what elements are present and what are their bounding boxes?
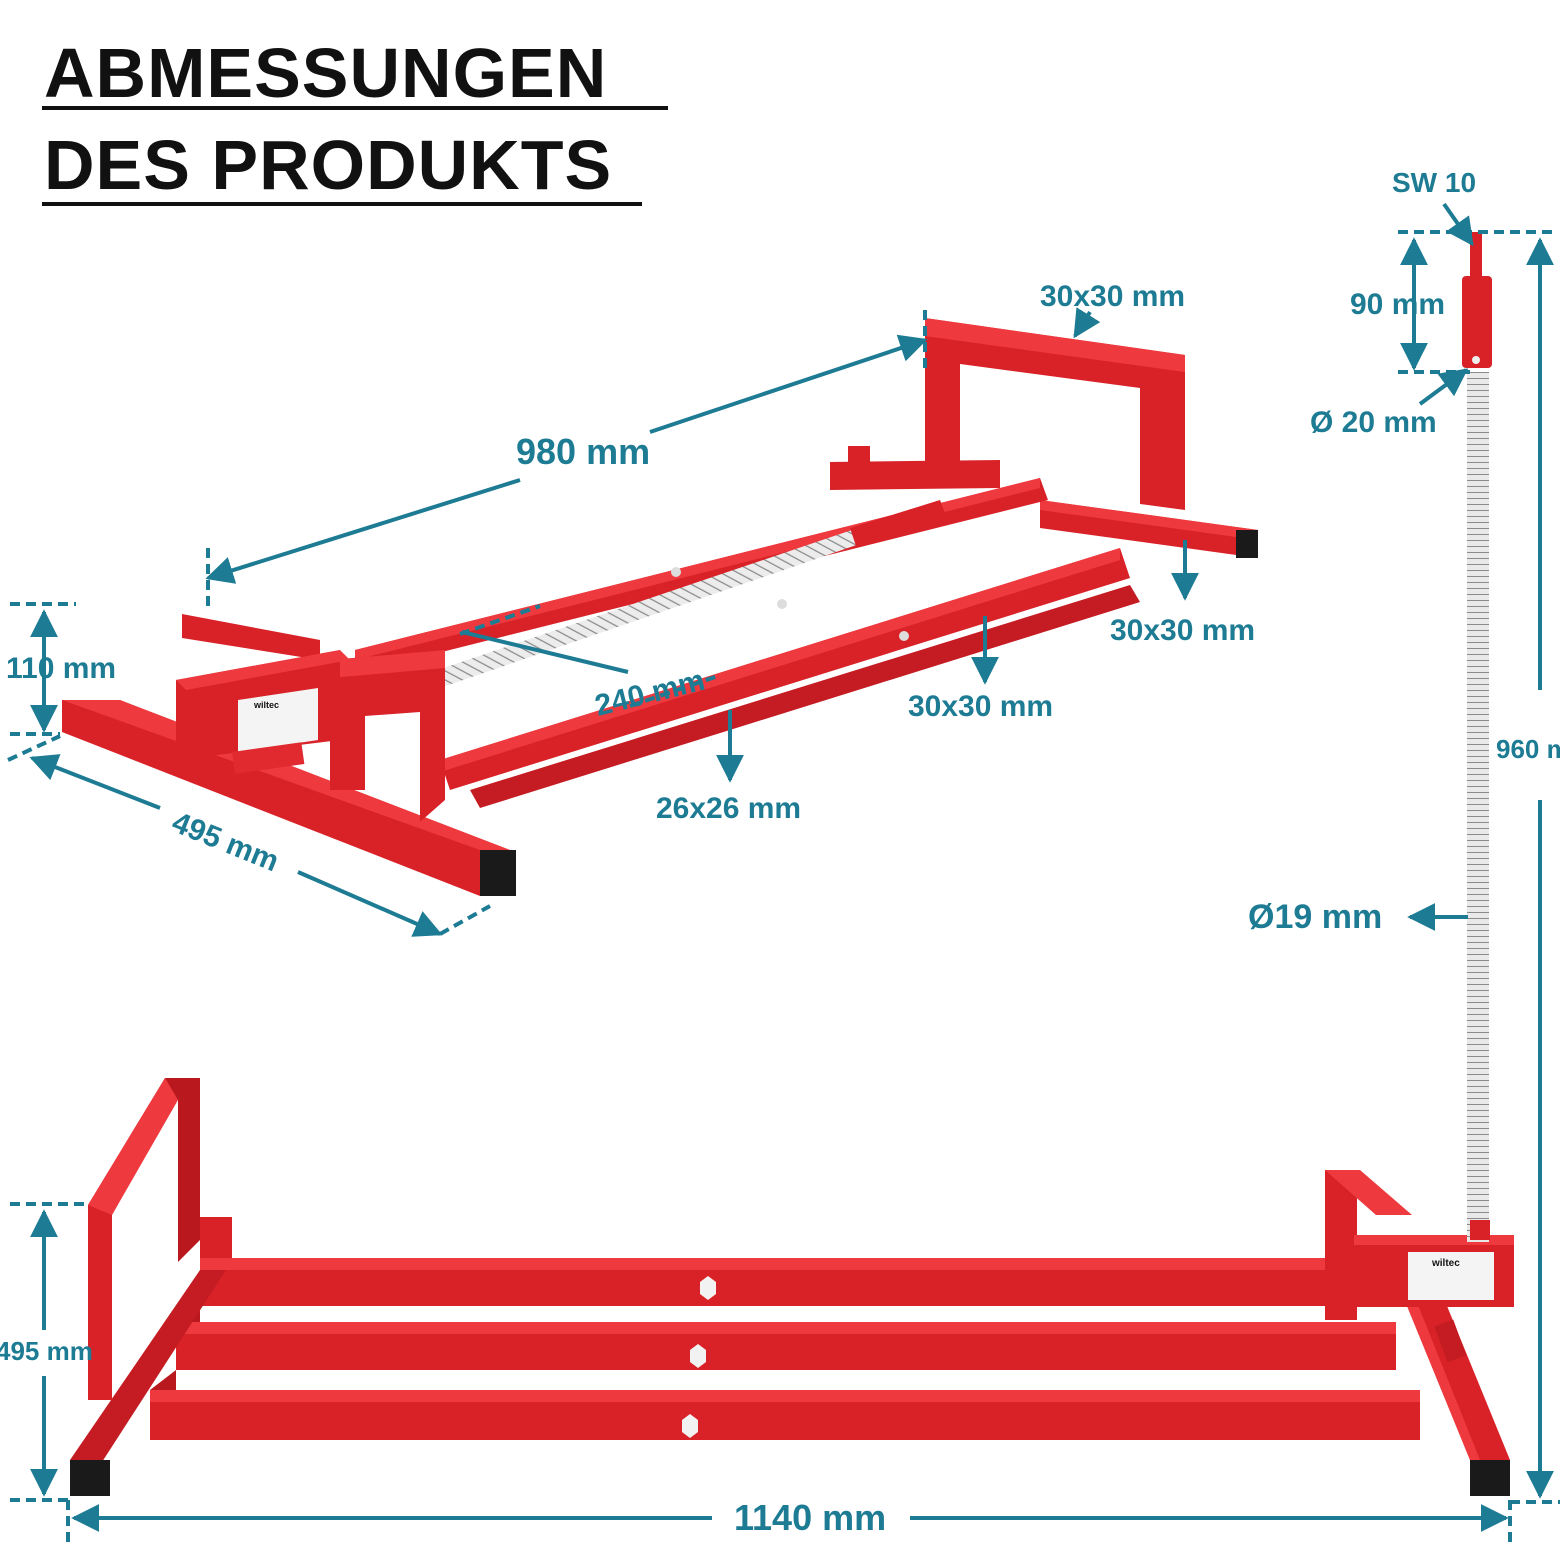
tube-end-cap [70,1460,110,1496]
title-underline-2 [42,202,642,206]
handle-grip [1462,276,1492,368]
top-spindle [420,512,912,692]
brand-label-top: wiltec [253,700,279,710]
side-spindle [1462,232,1492,1242]
dim-handle-90: 90 mm [1350,288,1445,321]
hex-bolt [671,567,681,577]
dim-length-980: 980 mm [516,431,650,472]
dim-side-height: 495 mm [0,1336,93,1366]
brand-label-side: wiltec [1431,1258,1460,1269]
hex-bolt [700,1276,716,1300]
dim-spindle-diameter: Ø19 mm [1248,898,1382,936]
side-left-frame [88,1078,232,1400]
product-label [1408,1252,1494,1300]
hex-bolt [690,1344,706,1368]
title-line-2: DES PRODUKTS [44,126,613,204]
dim-tube-26: 26x26 mm [656,792,801,825]
top-view-lift: wiltec [62,318,1258,896]
dim-tube-right: 30x30 mm [1110,614,1255,647]
product-label [238,688,318,752]
title-line-1: ABMESSUNGEN [44,34,608,112]
dim-tube-top: 30x30 mm [1040,280,1185,313]
top-head-box: wiltec [176,614,350,774]
top-front-base [62,650,516,896]
dim-total-height: 960 mm [1496,734,1560,764]
tube-end-cap [1470,1460,1510,1496]
hex-bolt [777,599,787,609]
dimension-lines [7,202,1560,1548]
dim-key-sw10: SW 10 [1392,167,1476,198]
hex-bolt [899,631,909,641]
dim-height-110: 110 mm [6,652,116,685]
side-right-frame: wiltec [1325,1170,1514,1496]
hex-bolt [682,1414,698,1438]
side-view-lift: wiltec [70,232,1514,1496]
dim-handle-diameter: Ø 20 mm [1310,406,1437,439]
side-rails [150,1258,1420,1440]
title-underline-1 [42,106,668,110]
top-rails [355,478,1140,808]
side-left-foot [70,1270,226,1462]
top-back-frame [830,318,1258,558]
dim-tube-mid: 30x30 mm [908,690,1053,723]
dim-total-length: 1140 mm [734,1497,886,1538]
tube-end-cap [1236,530,1258,558]
tube-end-cap [480,850,516,896]
dim-width-495: 495 mm [167,806,283,878]
